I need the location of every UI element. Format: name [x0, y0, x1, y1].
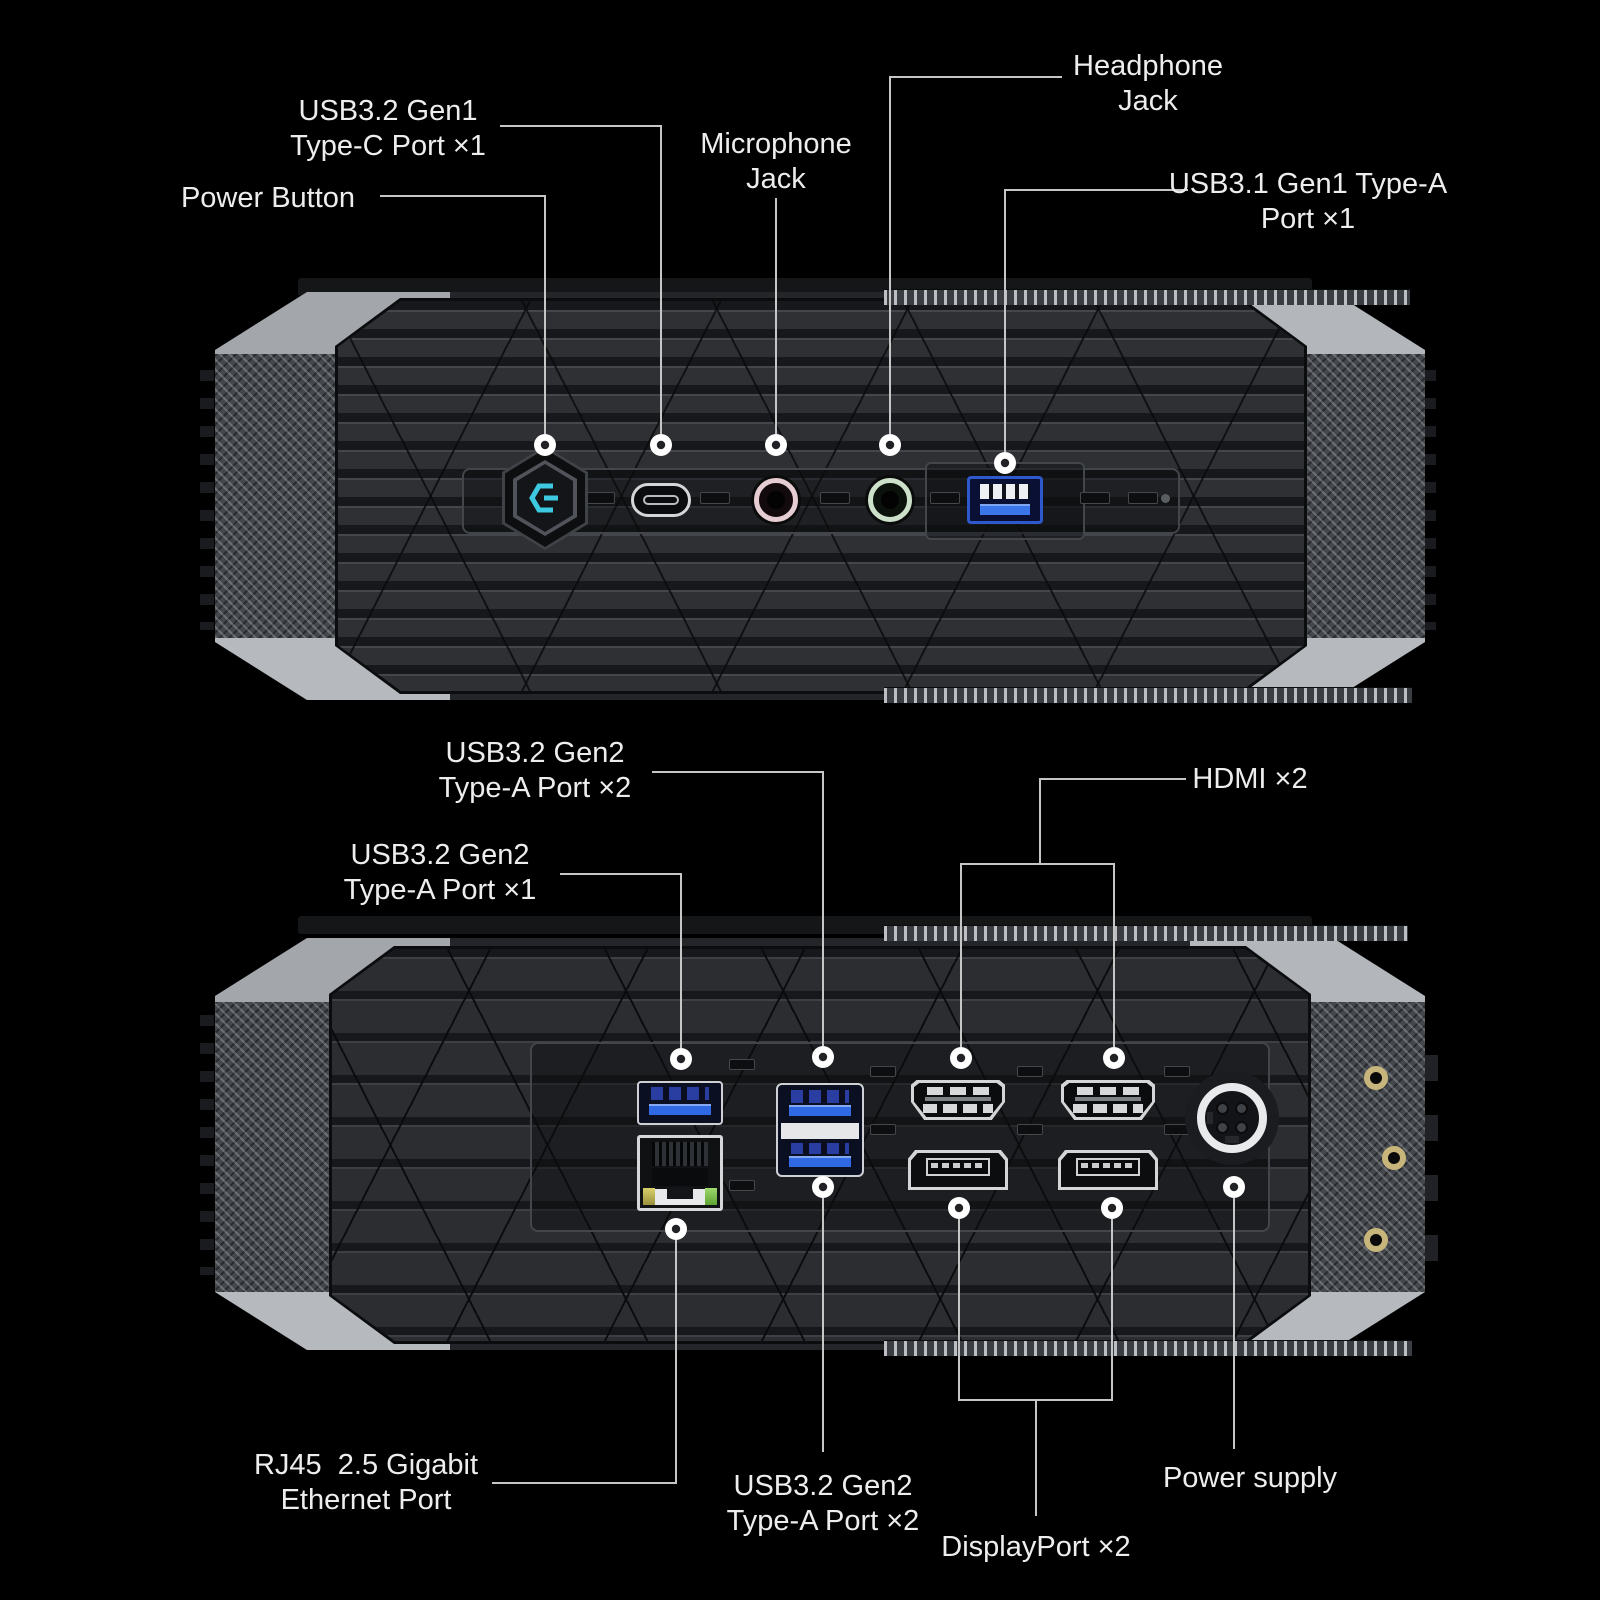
front-slot-1 [585, 492, 615, 504]
front-top-hatch-strip [884, 289, 1410, 305]
power-logo-icon [529, 483, 558, 513]
rear-slot-3 [1017, 1066, 1043, 1077]
label-hdmi: HDMI ×2 [1192, 763, 1308, 795]
usb-tongue-bottom [789, 1156, 851, 1167]
hdmi-pins-row1 [927, 1087, 989, 1095]
usb-contacts-bottom [791, 1143, 849, 1154]
front-bottom-hatch-strip [884, 687, 1412, 703]
hdmi-port-1[interactable] [911, 1080, 1005, 1120]
microphone-jack-hole [767, 491, 785, 509]
label-usb2-dual-bottom: USB3.2 Gen2 Type-A Port ×2 [726, 1470, 920, 1537]
front-slot-2 [700, 492, 730, 504]
antenna-jack-2[interactable] [1382, 1146, 1406, 1170]
rear-carbon-panel-right [1299, 1002, 1425, 1292]
usb-c-port[interactable] [631, 483, 691, 517]
hdmi-pins-row1 [1077, 1087, 1139, 1095]
power-supply-connector[interactable] [1185, 1071, 1279, 1165]
label-headphone: Headphone Jack [1073, 50, 1223, 117]
headphone-jack[interactable] [868, 478, 912, 522]
hdmi-pins-row3 [1073, 1104, 1143, 1113]
dp-pin-slot [1076, 1158, 1140, 1176]
rj45-latch-notch [667, 1187, 693, 1199]
rj45-cavity [652, 1168, 708, 1186]
label-rj45: RJ45 2.5 Gigabit Ethernet Port [253, 1449, 479, 1516]
rear-right-side-tabs [1422, 1055, 1438, 1270]
front-slot-4 [930, 492, 960, 504]
front-slot-3 [820, 492, 850, 504]
rear-bottom-hatch-strip [884, 1340, 1412, 1356]
front-left-side-tabs [200, 370, 214, 630]
rear-slot-8 [729, 1180, 755, 1191]
rear-slot-4 [1164, 1066, 1190, 1077]
usb-c-pin-bar [643, 495, 679, 505]
label-usb-a: USB3.1 Gen1 Type-A Port ×1 [1168, 168, 1448, 235]
front-carbon-panel-left [215, 354, 341, 638]
label-displayport: DisplayPort ×2 [941, 1531, 1131, 1563]
front-led-pinhole [1161, 494, 1170, 503]
antenna-jack-3[interactable] [1364, 1228, 1388, 1252]
usb-contacts [980, 484, 1030, 499]
front-slot-6 [1128, 492, 1158, 504]
front-right-side-tabs [1422, 370, 1436, 630]
label-usb2-dual-top: USB3.2 Gen2 Type-A Port ×2 [438, 737, 632, 804]
antenna-jack-1[interactable] [1364, 1066, 1388, 1090]
rear-carbon-panel-left [215, 1002, 341, 1292]
power-button-cap [513, 460, 577, 536]
din-key-tab [1225, 1136, 1239, 1143]
hdmi-pins-row2 [925, 1097, 991, 1101]
usb-a-gen2-dual-port[interactable] [776, 1083, 864, 1177]
usb-contacts [651, 1087, 709, 1100]
label-usb-c: USB3.2 Gen1 Type-C Port ×1 [290, 95, 486, 162]
usb-a-gen2-single-port[interactable] [637, 1081, 723, 1125]
usb-divider [781, 1123, 859, 1139]
power-din-ring [1197, 1083, 1267, 1153]
label-power-supply: Power supply [1162, 1462, 1338, 1494]
hdmi-pins-row2 [1075, 1097, 1141, 1101]
rear-slot-5 [870, 1124, 896, 1135]
ethernet-led-right [705, 1188, 717, 1205]
front-slot-5 [1080, 492, 1110, 504]
rear-left-side-tabs [200, 1015, 214, 1275]
din-key-tab [1207, 1112, 1213, 1124]
rj45-pins [652, 1142, 708, 1166]
dp-pin-slot [926, 1158, 990, 1176]
rj45-ethernet-port[interactable] [637, 1135, 723, 1211]
front-carbon-panel-right [1299, 354, 1425, 638]
displayport-2[interactable] [1058, 1150, 1158, 1190]
din-pin [1235, 1102, 1248, 1115]
rear-slot-2 [870, 1066, 896, 1077]
rear-slot-6 [1017, 1124, 1043, 1135]
din-pin [1216, 1102, 1229, 1115]
usb-tongue [980, 504, 1030, 515]
din-pin [1235, 1121, 1248, 1134]
label-power-button: Power Button [180, 182, 356, 214]
microphone-jack[interactable] [754, 478, 798, 522]
hdmi-pins-row3 [923, 1104, 993, 1113]
usb-contacts-top [791, 1090, 849, 1103]
din-pin [1216, 1121, 1229, 1134]
label-microphone: Microphone Jack [700, 128, 852, 195]
usb-tongue [649, 1104, 711, 1115]
displayport-1[interactable] [908, 1150, 1008, 1190]
usb-tongue-top [789, 1105, 851, 1116]
power-button-face [517, 464, 573, 532]
label-usb2-single: USB3.2 Gen2 Type-A Port ×1 [343, 839, 537, 906]
rear-slot-1 [729, 1059, 755, 1070]
hdmi-port-2[interactable] [1061, 1080, 1155, 1120]
rear-top-hatch-strip [884, 925, 1408, 941]
usb-a-port[interactable] [967, 476, 1043, 524]
ethernet-led-left [643, 1188, 655, 1205]
headphone-jack-hole [881, 491, 899, 509]
